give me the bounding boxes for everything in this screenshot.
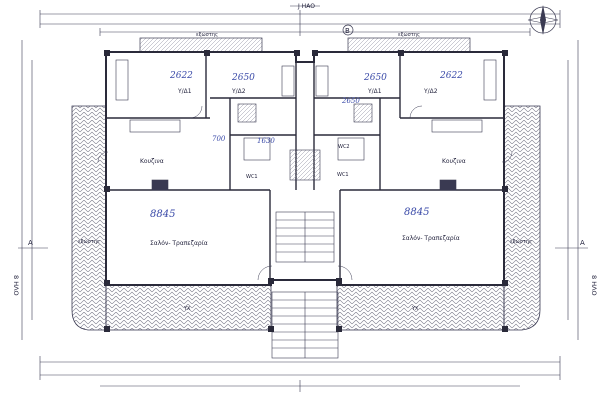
veranda-bottom-left <box>105 284 272 331</box>
label-living-right: Σαλόν- Τραπεζαρία <box>402 235 460 242</box>
handwritten-area-8: 8845 <box>404 207 429 218</box>
label-wc-left: WC1 <box>246 174 258 180</box>
label-kitchen-right: Κουζινα <box>442 158 466 165</box>
terrace-left <box>71 105 107 331</box>
columns <box>104 50 508 332</box>
label-wc-center: WC1 <box>337 172 349 178</box>
dimension-lines-sides <box>21 40 579 340</box>
handwritten-area-4: 2622 <box>439 71 463 81</box>
label-bedroom-1-right: Υ/Δ1 <box>367 88 382 95</box>
label-balcony-top-right: εξώστης <box>398 31 420 38</box>
axis-label-b-left: 8 ΗΛΟ <box>12 275 20 296</box>
dimension-lines-bottom <box>39 356 561 392</box>
label-living-left: Σαλόν- Τραπεζαρία <box>150 240 208 247</box>
handwritten-area-7: 8845 <box>150 209 175 220</box>
staircase-center <box>275 211 335 263</box>
axis-label-a-left: A <box>28 239 33 247</box>
door-swings <box>97 105 513 281</box>
label-terrace-left: εξώστης <box>78 238 100 245</box>
label-bedroom-2-left: Υ/Δ2 <box>231 88 246 95</box>
fixtures <box>115 59 497 191</box>
axis-label-top: J HAO <box>297 3 315 10</box>
label-veranda-bottom-right: ΥΧ <box>411 306 419 312</box>
handwritten-area-6: 1630 <box>257 137 275 145</box>
veranda-bottom-right <box>336 284 505 331</box>
axis-label-b-right: 8 ΗΛΟ <box>590 275 598 296</box>
handwritten-area-3: 2650 <box>363 73 387 83</box>
label-terrace-right: εξώστης <box>510 238 532 245</box>
axis-marker-b <box>342 24 354 36</box>
axis-label-a-right: A <box>580 239 585 247</box>
handwritten-area-5: 700 <box>212 135 226 143</box>
label-bedroom-1-left: Υ/Δ1 <box>177 88 192 95</box>
dimension-lines-top <box>39 10 561 36</box>
staircase-entrance <box>271 291 339 359</box>
axis-label-b: B <box>345 27 350 35</box>
label-wc-right: WC2 <box>338 144 350 150</box>
handwritten-area-1: 2622 <box>169 71 193 81</box>
label-veranda-bottom-left: ΥΧ <box>183 306 191 312</box>
compass-icon <box>527 5 559 35</box>
handwritten-area-9: 2650 <box>341 97 360 105</box>
balcony-top-right <box>347 37 471 53</box>
handwritten-area-2: 2650 <box>231 73 255 83</box>
balcony-top-left <box>139 37 263 53</box>
label-kitchen-left: Κουζινα <box>140 158 164 165</box>
label-balcony-top-left: εξώστης <box>196 31 218 38</box>
label-bedroom-2-right: Υ/Δ2 <box>423 88 438 95</box>
terrace-right <box>503 105 541 331</box>
